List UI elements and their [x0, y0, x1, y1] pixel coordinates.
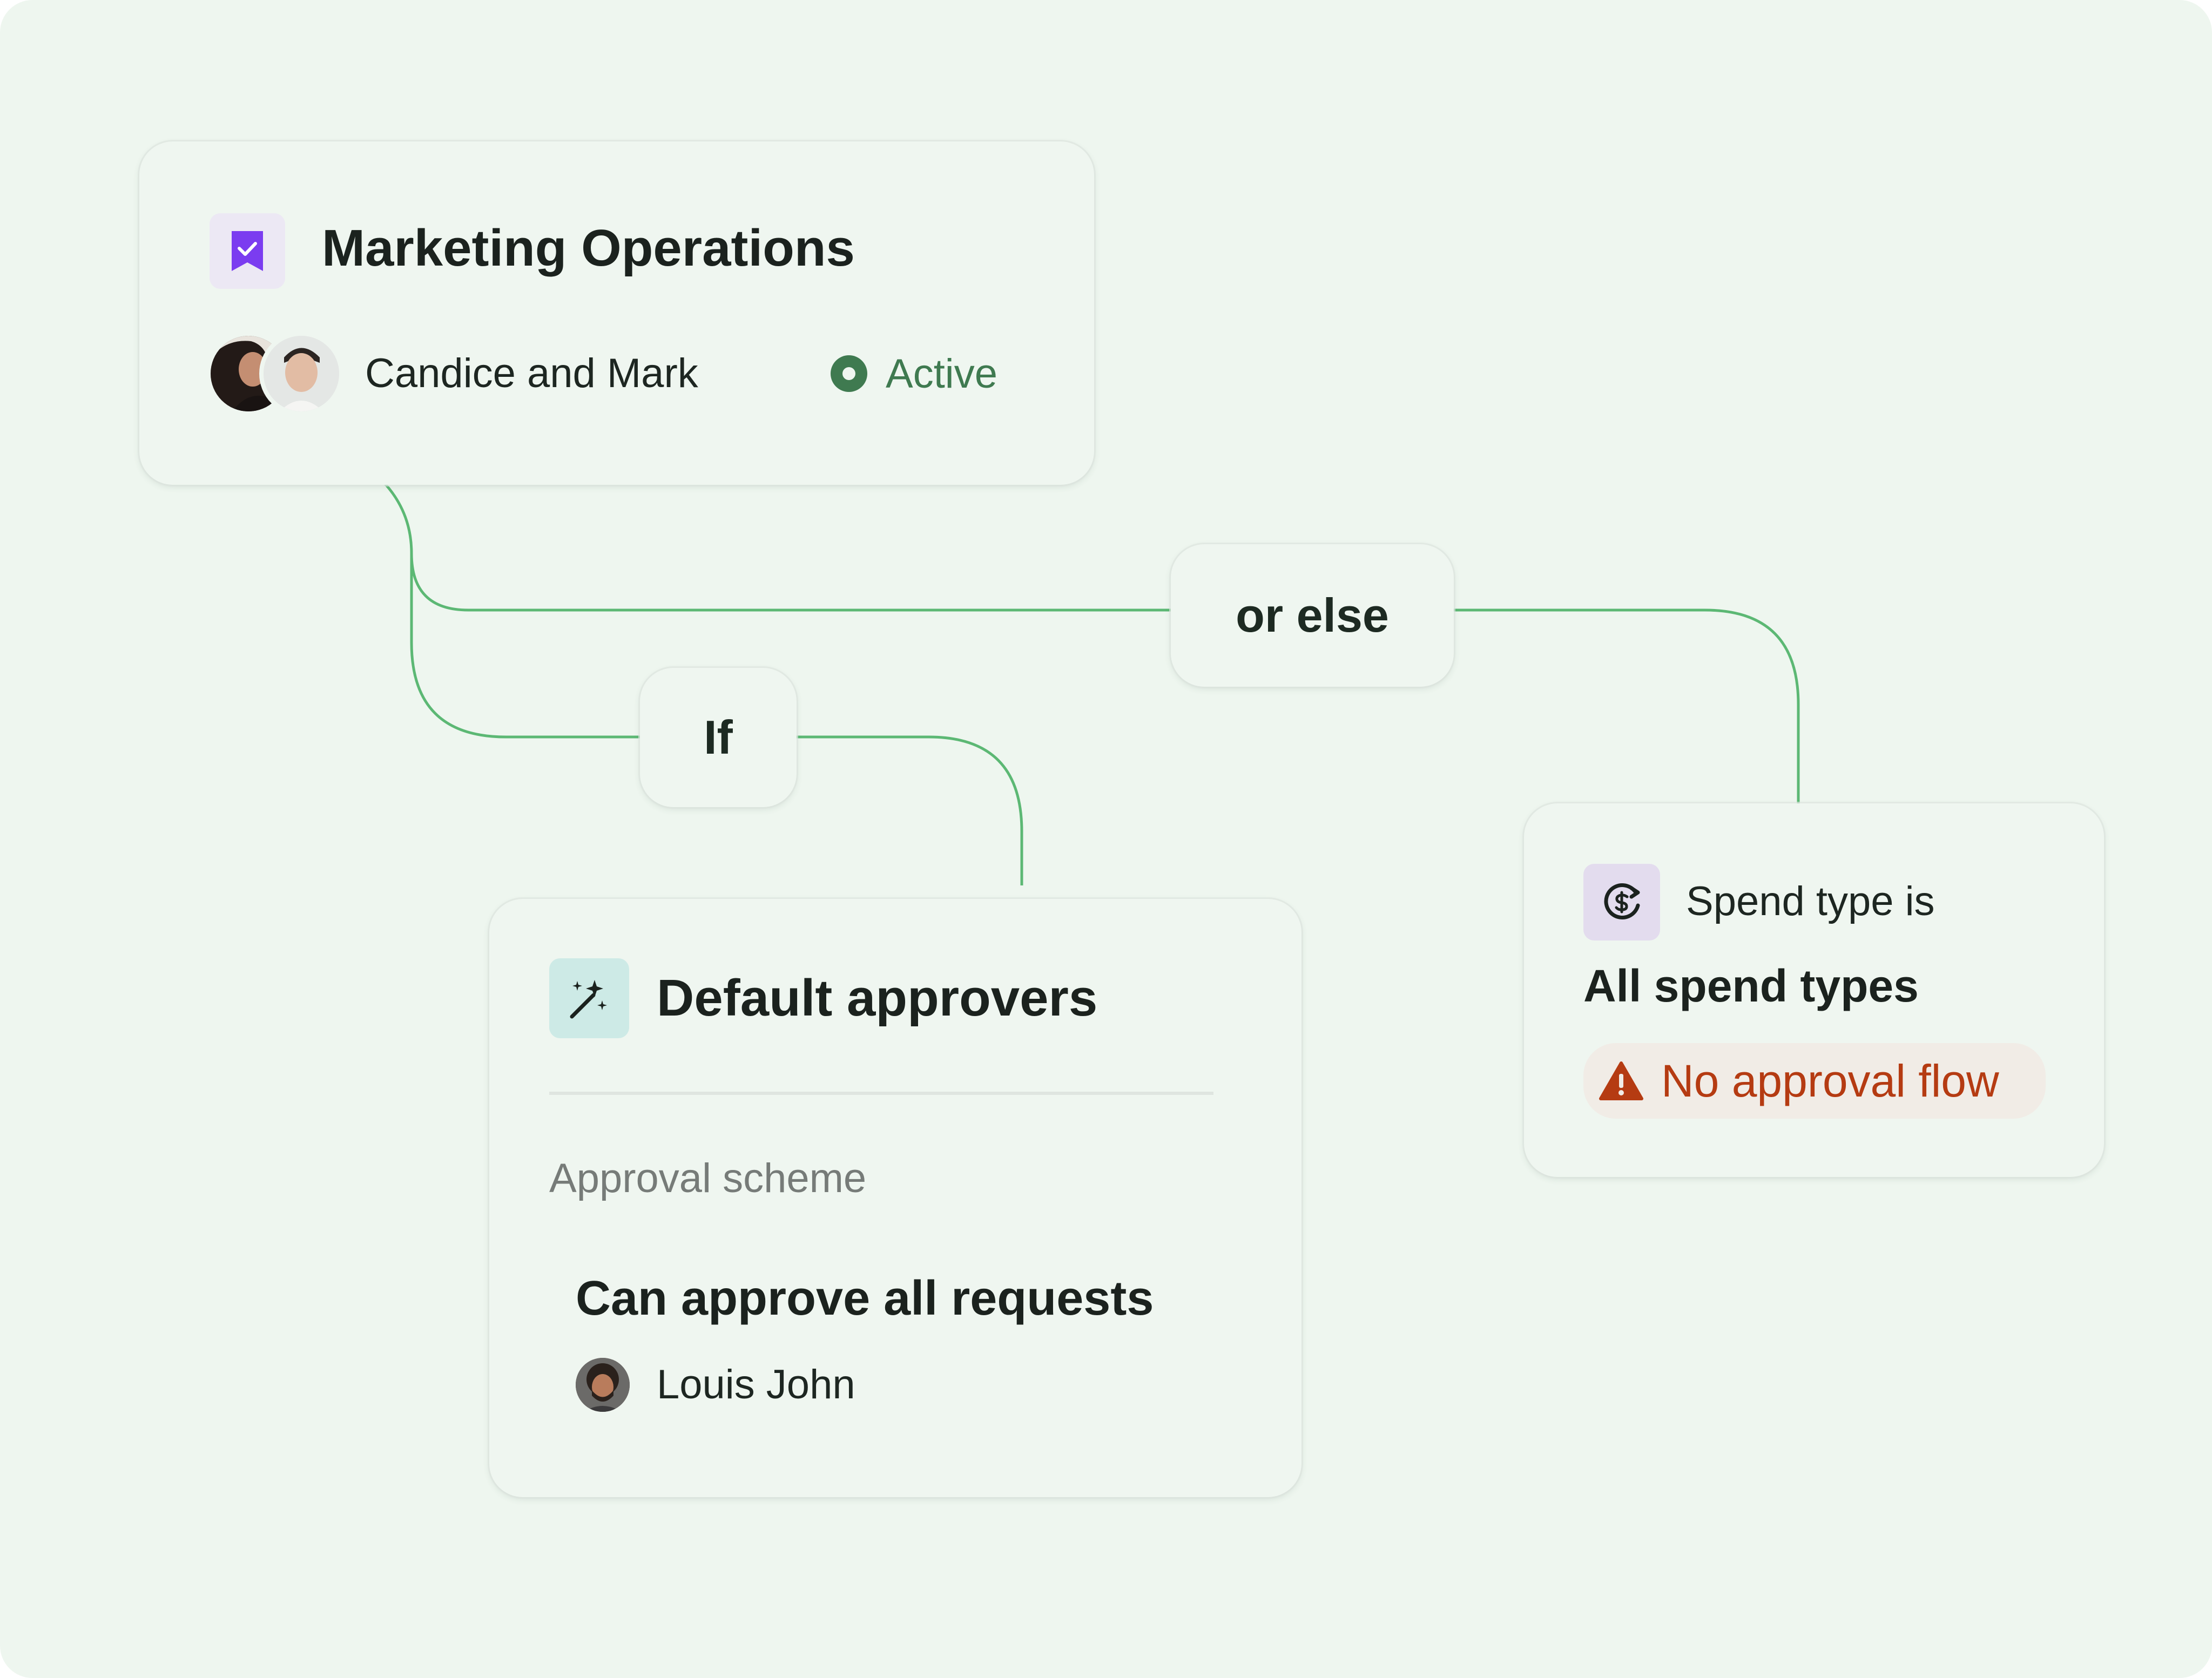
bookmark-icon-box: [210, 213, 285, 289]
magic-wand-icon-box: [549, 958, 629, 1038]
active-dot-icon: [831, 355, 867, 392]
branch-else-pill[interactable]: or else: [1171, 544, 1454, 687]
status-badge: Active: [831, 348, 997, 400]
connector-if-to-default: [797, 735, 1023, 885]
owners-label: Candice and Mark: [365, 350, 698, 396]
avatar-louis-john: [576, 1358, 630, 1412]
no-approval-flow-badge[interactable]: No approval flow: [1583, 1043, 2046, 1119]
bookmark-check-icon: [232, 231, 263, 271]
connector-main-to-else: [410, 553, 1171, 612]
connector-main-to-if: [383, 482, 640, 739]
spend-type-card[interactable]: Spend type is All spend types No approva…: [1524, 803, 2104, 1177]
approver-name: Louis John: [657, 1362, 855, 1408]
rule-title: Can approve all requests: [576, 1271, 1154, 1325]
branch-if-label: If: [704, 711, 733, 764]
cost-center-title: Marketing Operations: [322, 219, 855, 277]
currency-exchange-icon: [1604, 883, 1640, 919]
currency-icon-box: [1583, 864, 1660, 941]
warning-triangle-icon: [1599, 1061, 1643, 1100]
branch-if-pill[interactable]: If: [640, 668, 797, 807]
warning-text: No approval flow: [1661, 1055, 1999, 1106]
branch-else-label: or else: [1236, 588, 1389, 642]
condition-label: Spend type is: [1686, 878, 1935, 924]
status-text: Active: [886, 350, 997, 397]
avatar-mark: [259, 331, 343, 416]
card-divider: [549, 1092, 1213, 1095]
cost-center-card[interactable]: Marketing Operations Candice and Mark: [139, 141, 1094, 485]
default-approvers-card[interactable]: Default approvers Approval scheme Can ap…: [489, 899, 1301, 1497]
connector-else-to-spend: [1454, 608, 1800, 804]
approval-scheme-label: Approval scheme: [549, 1155, 867, 1201]
magic-wand-icon: [570, 980, 607, 1019]
default-approvers-title: Default approvers: [657, 969, 1098, 1027]
condition-value: All spend types: [1583, 960, 1919, 1011]
